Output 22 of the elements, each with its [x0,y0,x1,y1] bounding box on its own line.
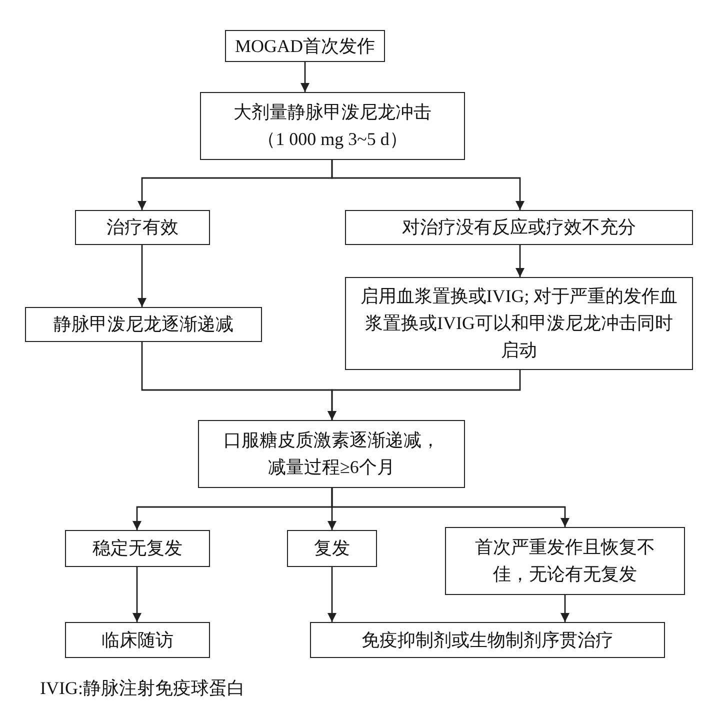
process-box: 首次严重发作且恢复不佳，无论有无复发 [445,527,685,595]
process-box: 稳定无复发 [65,530,210,567]
footnote: IVIG:静脉注射免疫球蛋白 [40,677,245,700]
process-box: 免疫抑制剂或生物制剂序贯治疗 [310,622,665,658]
process-box: 静脉甲泼尼龙逐渐递减 [25,307,262,342]
arrow [132,567,142,622]
process-box: 复发 [287,530,377,567]
arrow [331,160,524,210]
arrow [560,595,570,622]
arrow [328,567,336,622]
process-box: 对治疗没有反应或疗效不充分 [345,210,693,245]
arrow [138,245,146,307]
arrow [300,62,310,92]
arrow [516,245,524,277]
process-box: 临床随访 [65,622,210,658]
process-box: 口服糖皮质激素逐渐递减，减量过程≥6个月 [198,420,465,488]
process-box: 治疗有效 [75,210,210,245]
process-box: MOGAD首次发作 [225,30,385,62]
process-box: 大剂量静脉甲泼尼龙冲击（1 000 mg 3~5 d） [200,92,465,160]
arrow [328,370,521,420]
process-box: 启用血浆置换或IVIG; 对于严重的发作血浆置换或IVIG可以和甲泼尼龙冲击同时启动 [345,277,693,370]
arrow [331,488,570,527]
